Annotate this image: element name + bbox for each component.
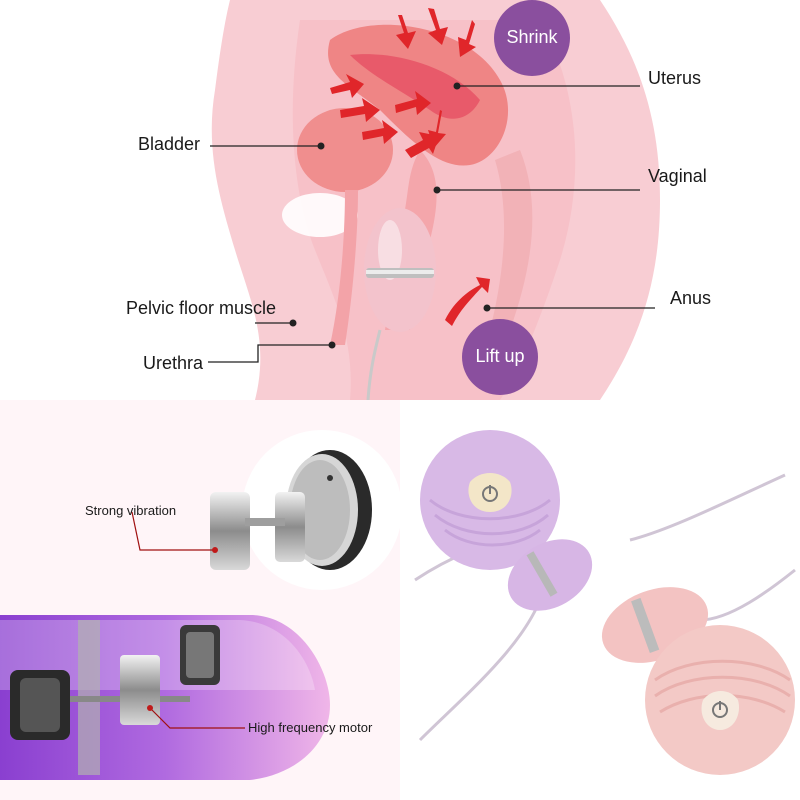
strong-vibration-label: Strong vibration — [85, 503, 177, 518]
lift-up-badge-circle — [462, 319, 538, 395]
anatomy-illustration — [208, 0, 661, 400]
motor-illustration — [0, 430, 400, 780]
arrow-red-icon — [330, 8, 490, 326]
anus-label: Anus — [670, 288, 712, 308]
vaginal-label: Vaginal — [648, 166, 707, 186]
urethra-label: Urethra — [143, 353, 204, 373]
bladder-label: Bladder — [138, 134, 201, 154]
lift-up-badge-text: Lift up — [475, 346, 525, 366]
shrink-badge-circle — [494, 0, 570, 76]
anatomy-panel: Shrink Lift up Bladder Uterus Vaginal An… — [126, 0, 712, 400]
uterus-label: Uterus — [648, 68, 702, 88]
motor-panel: Strong vibration High frequency motor — [0, 400, 400, 800]
product-illustration — [414, 430, 796, 775]
shrink-badge-text: Shrink — [506, 27, 558, 47]
high-frequency-motor-label: High frequency motor — [248, 720, 373, 735]
pelvic-floor-muscle-label: Pelvic floor muscle — [126, 298, 277, 318]
product-panel — [400, 400, 800, 800]
